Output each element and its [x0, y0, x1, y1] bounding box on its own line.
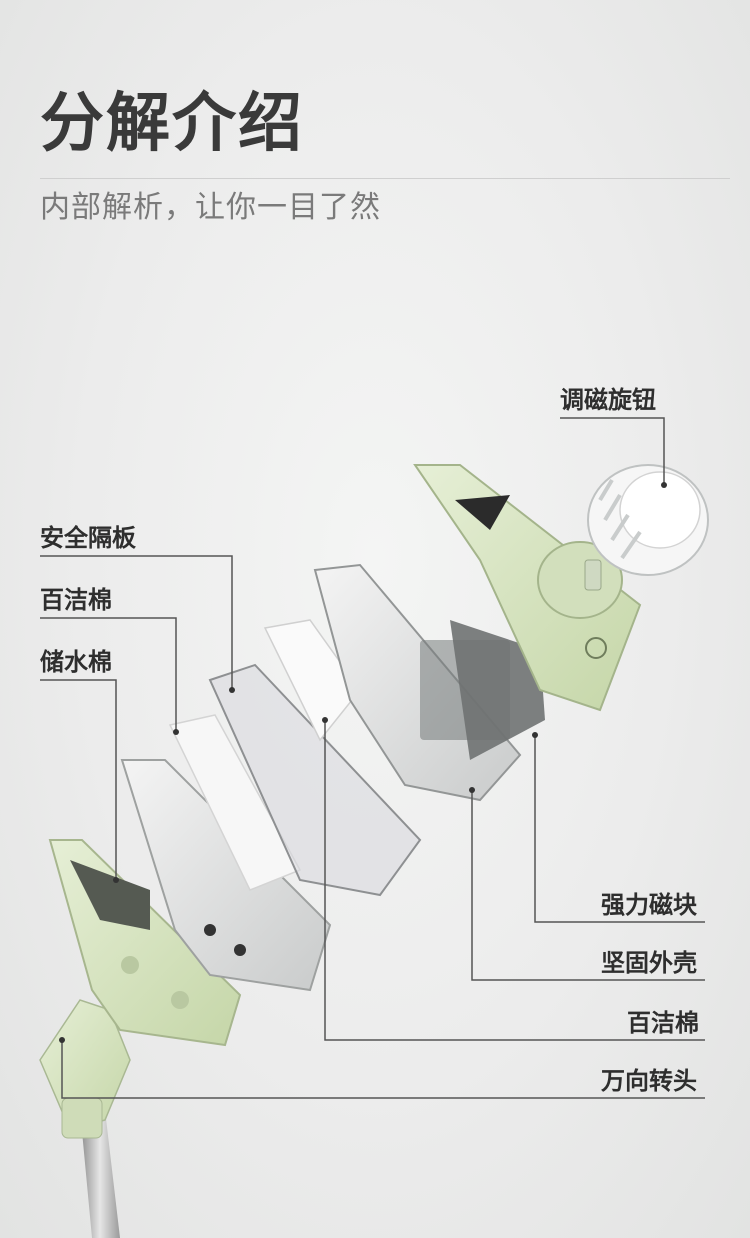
label-safety-board: 安全隔板	[40, 524, 136, 552]
top-lid-part	[413, 464, 642, 712]
label-magnet: 强力磁块	[601, 891, 697, 919]
page-subtitle: 内部解析，让你一目了然	[40, 190, 381, 225]
safety-board-part	[208, 663, 422, 897]
label-knob: 调磁旋钮	[560, 386, 656, 414]
label-clean-cotton-left: 百洁棉	[40, 586, 112, 614]
magnetic-knob	[584, 464, 709, 591]
leader-lines	[40, 417, 705, 1099]
title-divider	[40, 178, 730, 179]
handle-pole	[80, 1110, 120, 1238]
label-clean-cotton-right: 百洁棉	[627, 1009, 699, 1037]
leader-dots	[59, 482, 667, 1043]
label-water-cotton: 储水棉	[40, 648, 112, 676]
page-title: 分解介绍	[40, 87, 304, 161]
label-shell: 坚固外壳	[601, 949, 697, 977]
magnet-block	[450, 620, 545, 760]
inner-frame-part	[120, 759, 332, 992]
label-swivel-head: 万向转头	[601, 1067, 697, 1095]
